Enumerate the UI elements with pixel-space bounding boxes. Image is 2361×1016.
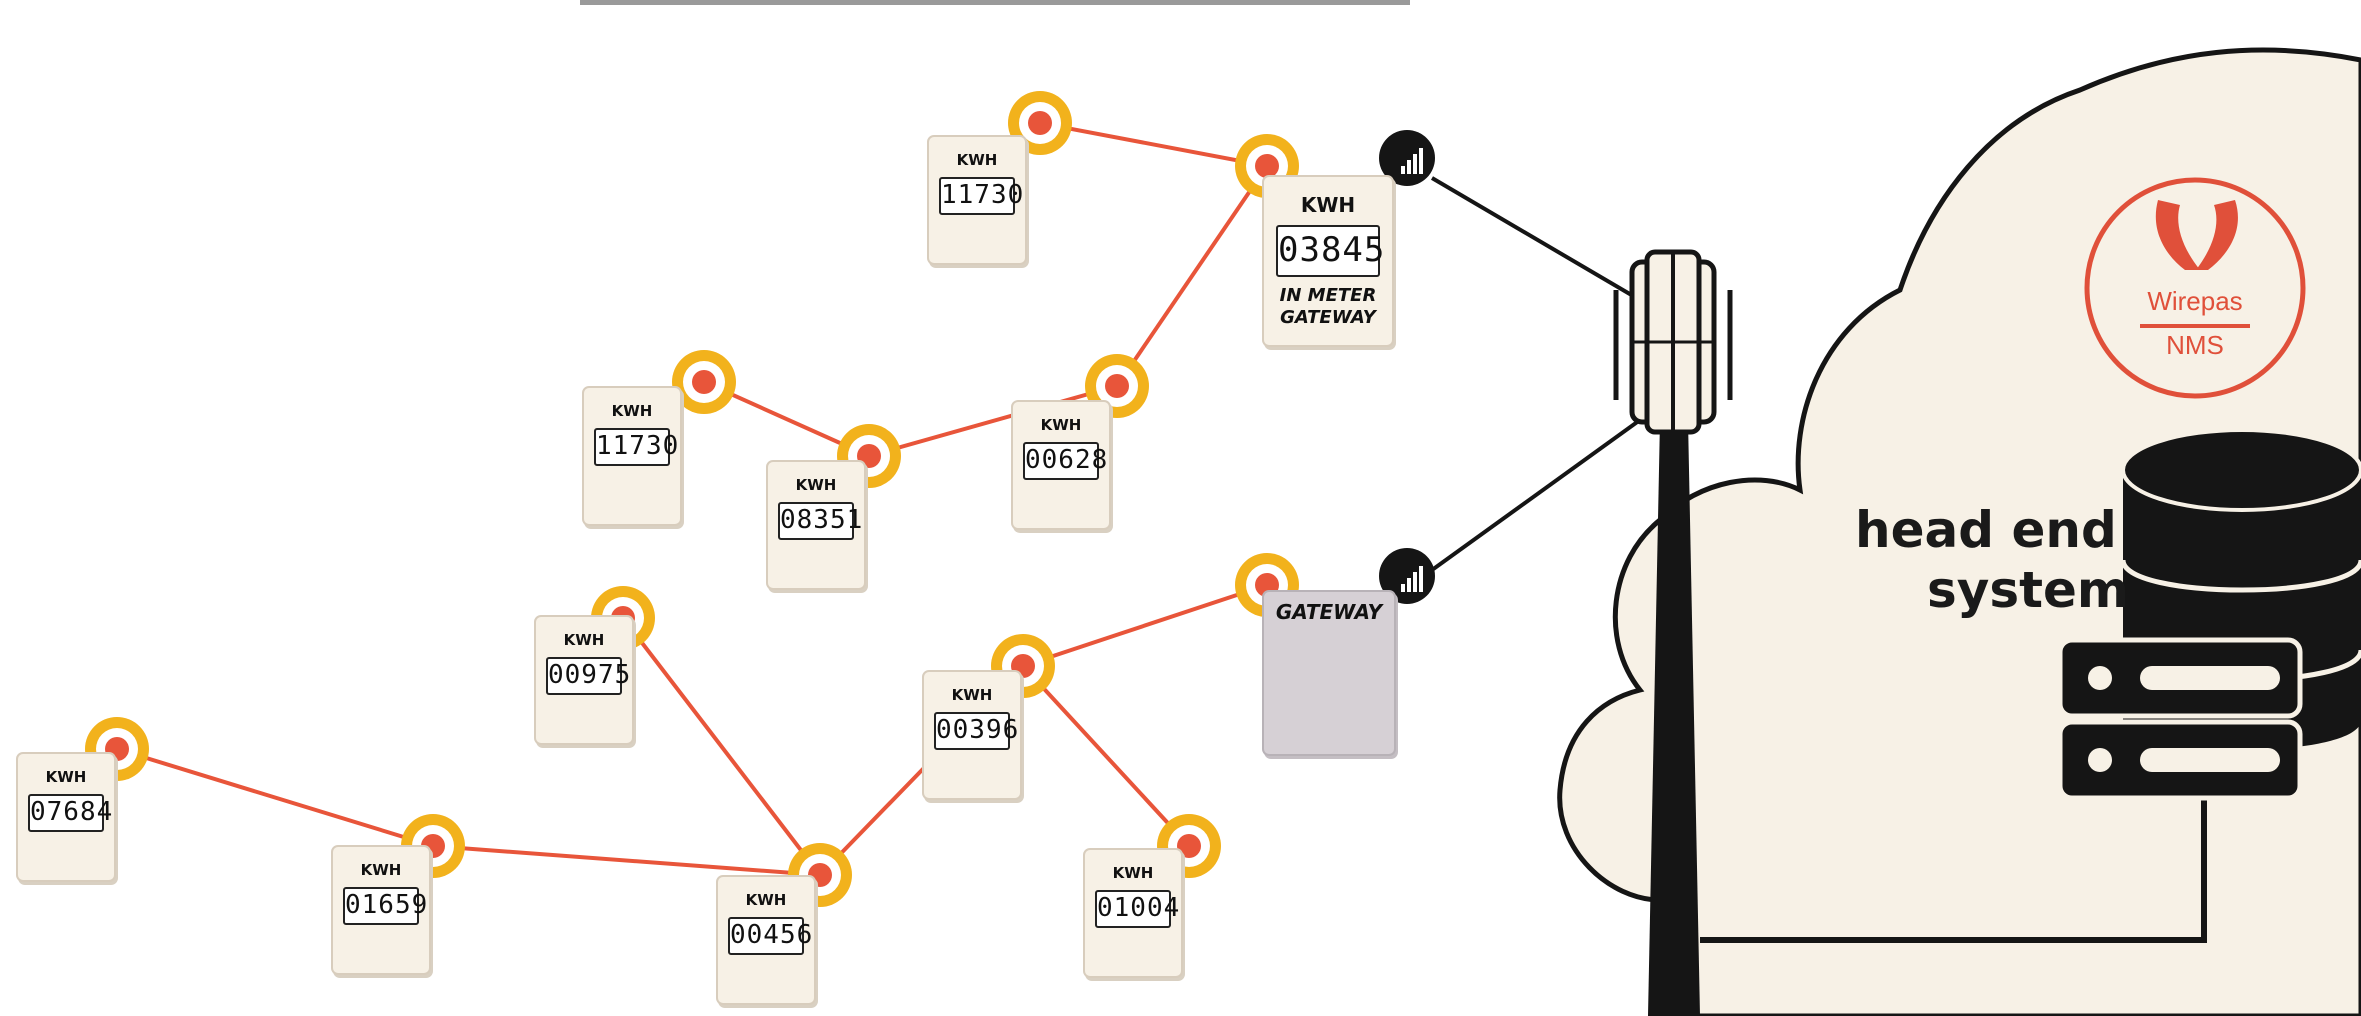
meter-unit-label: KWH — [956, 151, 998, 169]
meter-reading: 03845 — [1276, 225, 1384, 277]
backhaul-links — [1430, 176, 1642, 572]
meter-reading: 00396 — [934, 712, 1018, 750]
meter-m6: KWH 00396 — [922, 670, 1022, 800]
meter-unit-label: KWH — [1300, 193, 1356, 217]
mesh-nodes — [85, 91, 1299, 907]
cell-tower-icon — [1613, 249, 1733, 1016]
node-icon — [672, 350, 736, 414]
gateway-device: GATEWAY — [1262, 590, 1396, 756]
meter-unit-label: KWH — [611, 402, 653, 420]
head-end-system-line2: system — [1927, 561, 2130, 619]
meter-m5: KWH 00975 — [534, 615, 634, 745]
meter-reading: 00456 — [728, 917, 812, 955]
meter-unit-label: KWH — [563, 631, 605, 649]
mesh-links — [116, 121, 1269, 877]
meter-m9: KWH 00456 — [716, 875, 816, 1005]
gateway-caption-line2: GATEWAY — [1280, 307, 1376, 328]
meter-unit-label: KWH — [1040, 416, 1082, 434]
brand-name: Wirepas — [2147, 286, 2243, 316]
server-icon — [2057, 637, 2303, 801]
meter-unit-label: KWH — [745, 891, 787, 909]
brand-product: NMS — [2166, 330, 2224, 360]
meter-reading: 07684 — [28, 794, 112, 832]
top-divider — [580, 0, 1410, 5]
meter-reading: 01004 — [1095, 890, 1179, 928]
antenna-icon — [1379, 130, 1435, 186]
meter-unit-label: KWH — [45, 768, 87, 786]
meter-reading: 11730 — [939, 177, 1023, 215]
meter-reading: 00628 — [1023, 442, 1107, 480]
head-end-system-line1: head end — [1855, 501, 2117, 559]
meter-unit-label: KWH — [951, 686, 993, 704]
meter-m3: KWH 08351 — [766, 460, 866, 590]
meter-unit-label: KWH — [795, 476, 837, 494]
meter-m1: KWH 11730 — [927, 135, 1027, 265]
meter-unit-label: KWH — [1112, 864, 1154, 882]
meter-unit-label: KWH — [360, 861, 402, 879]
in-meter-gateway: KWH 03845 IN METER GATEWAY — [1262, 175, 1394, 347]
meter-m8: KWH 01659 — [331, 845, 431, 975]
gateway-label: GATEWAY — [1275, 600, 1383, 624]
meter-m7: KWH 07684 — [16, 752, 116, 882]
meter-reading: 08351 — [778, 502, 862, 540]
meter-reading: 00975 — [546, 657, 630, 695]
wirepas-logo-icon — [2084, 177, 2306, 399]
antenna-icon — [1379, 548, 1435, 604]
gateway-caption-line1: IN METER — [1279, 285, 1377, 306]
meter-reading: 11730 — [594, 428, 678, 466]
meter-m2: KWH 11730 — [582, 386, 682, 526]
meter-m4: KWH 00628 — [1011, 400, 1111, 530]
backhaul-cable — [1700, 800, 2207, 943]
gateway-caption: IN METER GATEWAY — [1264, 285, 1392, 329]
meter-reading: 01659 — [343, 887, 427, 925]
head-end-system-label: head end system — [1855, 500, 2129, 620]
meter-m10: KWH 01004 — [1083, 848, 1183, 978]
